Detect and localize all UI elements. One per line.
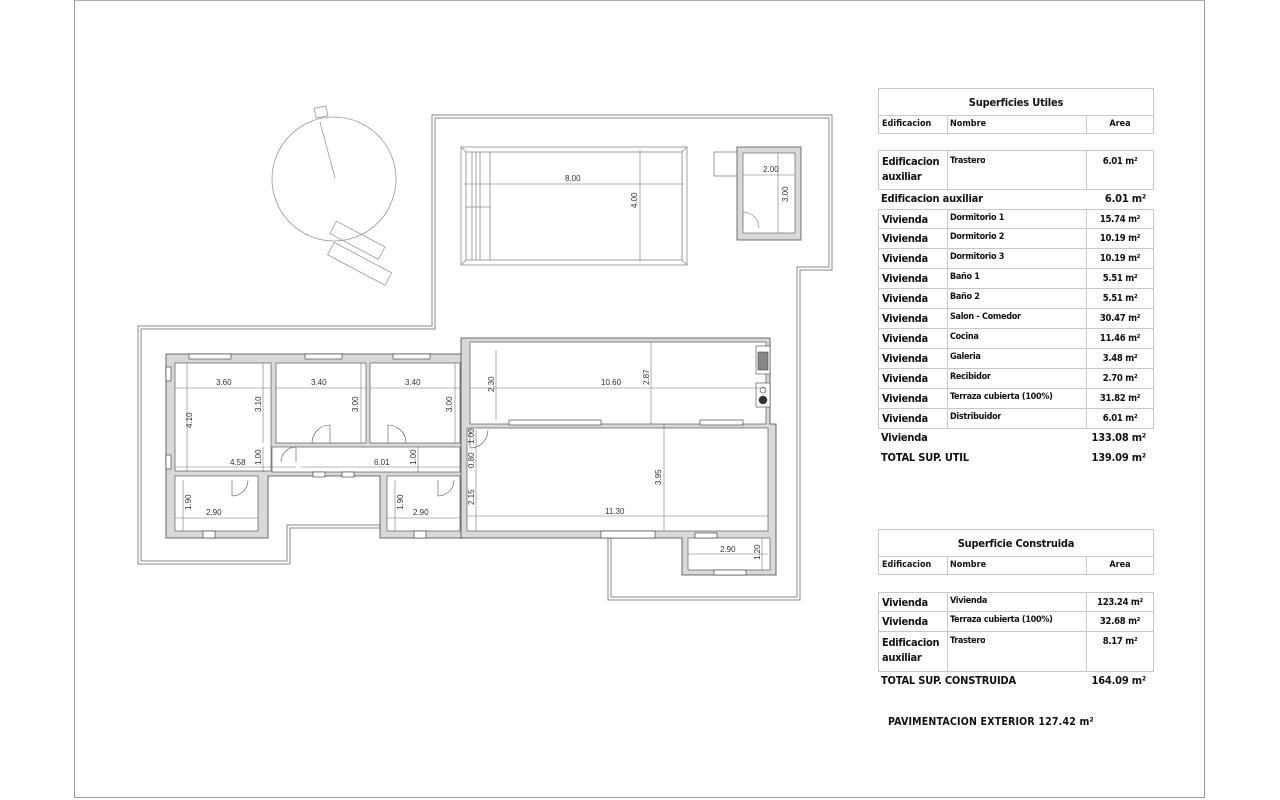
dim-pasillo-right-w: 1.00: [409, 449, 418, 465]
trastero-depth-label: 3.00: [781, 186, 790, 202]
dim-dorm1-side: 3.10: [254, 396, 263, 412]
dim-terraza-d: 2.30: [487, 376, 496, 392]
dim-dorm1-width: 3.60: [216, 378, 232, 387]
cell-area: 6.01 m²: [1102, 156, 1138, 167]
pool-width-label: 4.00: [630, 192, 639, 208]
dim-terraza-d2: 2.87: [642, 369, 651, 385]
header-area: Área: [1109, 119, 1131, 129]
room-bano-1: [174, 475, 259, 532]
sunbed-icon: [327, 220, 393, 286]
room-bano-2: [386, 475, 461, 532]
total-label: TOTAL SUP. CONSTRUIDA: [881, 674, 1016, 687]
header-edificacion: Edificacion: [882, 560, 932, 570]
pool-length-label: 8.00: [565, 174, 581, 183]
pavimentacion-exterior-label: PAVIMENTACION EXTERIOR 127.42 m²: [888, 716, 1094, 728]
subtotal-vivienda: Vivienda 133.08 m²: [878, 431, 1154, 449]
dim-recibidor-c: 2.15: [467, 489, 476, 505]
dim-galeria-w: 2.90: [720, 545, 736, 554]
dim-bano1-d: 1.90: [184, 494, 193, 510]
dim-pasillo-right: 6.01: [374, 458, 390, 467]
total-value: 164.09 m²: [1091, 674, 1147, 687]
header-edificacion: Edificacion: [882, 119, 932, 129]
total-value: 139.09 m²: [1091, 451, 1147, 464]
header-nombre: Nombre: [950, 560, 987, 570]
swimming-pool: [460, 146, 688, 266]
table-header: Edificacion Nombre Área: [878, 116, 1154, 134]
dim-pasillo-left: 4.58: [230, 458, 246, 467]
dim-dorm3-depth: 3.00: [445, 396, 454, 412]
windows: [165, 353, 747, 576]
doors: [231, 424, 489, 497]
dimension-lines: [175, 342, 768, 570]
subtotal-value: 133.08 m²: [1091, 431, 1147, 444]
room-salon-comedor: [466, 427, 769, 532]
dim-bano2-d: 1.90: [396, 494, 405, 510]
total-sup-util: TOTAL SUP. UTIL 139.09 m²: [878, 451, 1154, 469]
table-row: Edificacion auxiliar Trastero 6.01 m²: [878, 150, 1154, 190]
total-sup-construida: TOTAL SUP. CONSTRUIDA 164.09 m²: [878, 674, 1154, 692]
dim-dorm3-width: 3.40: [405, 378, 421, 387]
rooms: [174, 341, 771, 571]
header-area: Área: [1109, 560, 1131, 570]
cell-edificacion: Edificacion auxiliar: [882, 155, 940, 183]
dim-galeria-d: 1.20: [753, 544, 762, 560]
dim-pasillo-left-w: 1.00: [254, 449, 263, 465]
total-label: TOTAL SUP. UTIL: [881, 451, 969, 464]
room-distribuidor: [271, 446, 461, 473]
subtotal-value: 6.01 m²: [1104, 192, 1146, 205]
trastero-building: [713, 146, 802, 241]
dim-salon-d: 3.95: [654, 469, 663, 485]
dim-recibidor-a: 1.00: [467, 428, 476, 444]
table-title: Superficies Utiles: [878, 88, 1154, 116]
subtotal-label: Edificacion auxiliar: [881, 192, 983, 205]
garden-umbrella-icon: [271, 105, 397, 242]
kitchen-fixtures: [755, 345, 771, 408]
dim-bano1-w: 2.90: [206, 508, 222, 517]
subtotal-label: Vivienda: [881, 431, 928, 444]
table-header: Edificacion Nombre Área: [878, 557, 1154, 575]
dim-bano2-w: 2.90: [413, 508, 429, 517]
drawing-sheet-frame: [74, 0, 1205, 798]
room-dormitorio-1: [174, 362, 272, 472]
dim-dorm2-width: 3.40: [311, 378, 327, 387]
header-nombre: Nombre: [950, 119, 987, 129]
trastero-width-label: 2.00: [763, 165, 779, 174]
room-dormitorio-3: [369, 362, 461, 444]
dim-dorm2-depth: 3.00: [351, 396, 360, 412]
table-title: Superficie Construida: [878, 529, 1154, 557]
dim-dorm1-depth: 4.10: [185, 412, 194, 428]
dim-salon-len: 11.30: [605, 507, 625, 516]
room-dormitorio-2: [275, 362, 367, 444]
dim-recibidor-b: 0.80: [467, 452, 476, 468]
dim-terraza-len: 10.60: [601, 378, 622, 387]
subtotal-aux: Edificacion auxiliar 6.01 m²: [878, 192, 1154, 210]
cell-nombre: Trastero: [950, 156, 986, 166]
room-terraza-cubierta: [469, 341, 767, 425]
